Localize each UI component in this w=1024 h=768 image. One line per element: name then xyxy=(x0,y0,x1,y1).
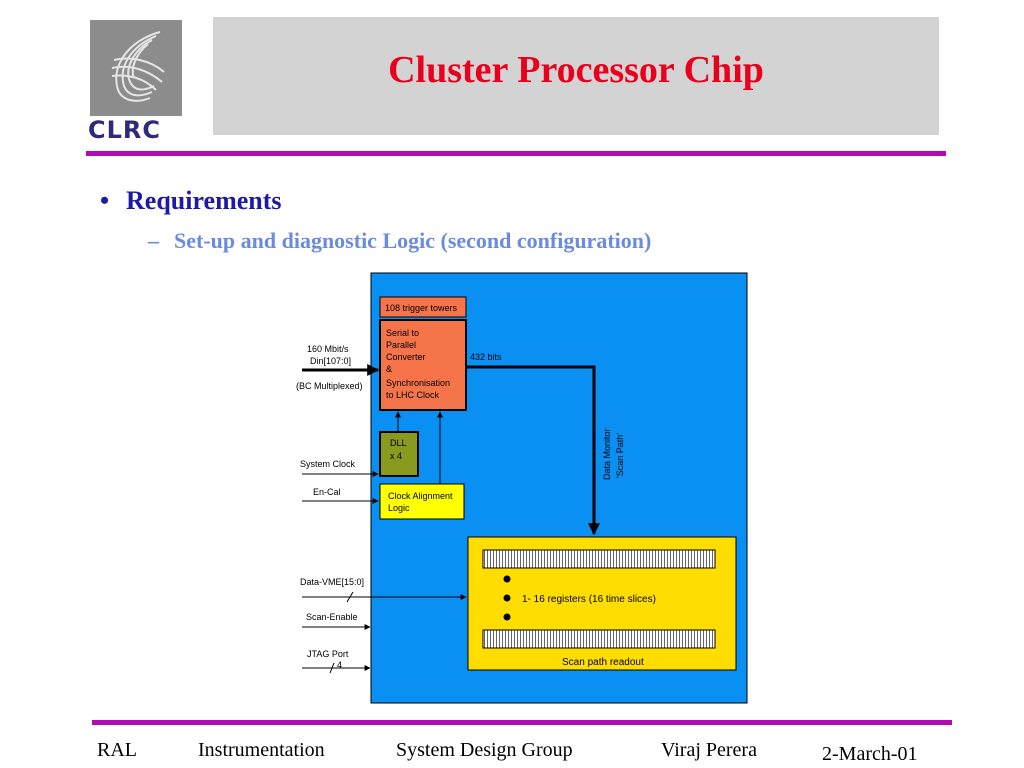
dot-3 xyxy=(503,613,511,621)
clock-align-box xyxy=(379,483,465,520)
bullet-dot-icon: • xyxy=(100,186,110,215)
data-monitor-line-1: Data Monitor xyxy=(602,428,612,480)
clock-align-line-2: Logic xyxy=(388,503,410,513)
converter-line-5: Synchronisation xyxy=(386,378,450,388)
converter-line-3: Converter xyxy=(386,352,426,362)
jtag-slash xyxy=(329,662,335,674)
trigger-towers-label: 108 trigger towers xyxy=(385,303,458,313)
sub-bullet-setup: –Set-up and diagnostic Logic (second con… xyxy=(148,228,651,254)
data-vme-label: Data-VME[15:0] xyxy=(300,577,364,587)
logo-text: CLRC xyxy=(88,116,161,144)
system-clock-label: System Clock xyxy=(300,459,356,469)
trigger-towers-box xyxy=(379,296,467,318)
dll-line-1: DLL xyxy=(390,438,407,448)
converter-line-2: Parallel xyxy=(386,340,416,350)
data-monitor-line-2: 'Scan Path' xyxy=(615,433,625,478)
dll-box xyxy=(379,431,419,477)
data-vme-slash xyxy=(346,591,354,603)
converter-line-4: & xyxy=(386,364,392,374)
top-divider xyxy=(86,151,946,156)
title-bar xyxy=(213,17,939,135)
bits-path xyxy=(466,365,600,536)
page-title: Cluster Processor Chip xyxy=(388,49,764,91)
readout-label: Scan path readout xyxy=(562,657,644,668)
chip-diagram: 108 trigger towers Serial to Parallel Co… xyxy=(296,272,748,704)
sub-bullet-text: Set-up and diagnostic Logic (second conf… xyxy=(174,228,652,253)
logo-swirl xyxy=(90,20,182,116)
jtag-width-label: 4 xyxy=(337,660,342,670)
din-bus-label: Din[107:0] xyxy=(310,356,351,366)
bullet-requirements: • Requirements xyxy=(100,186,282,216)
jtag-label: JTAG Port xyxy=(307,649,349,659)
bits-label: 432 bits xyxy=(470,352,502,362)
footer-dept: Instrumentation xyxy=(198,739,325,761)
converter-line-1: Serial to xyxy=(386,328,419,338)
scan-enable-label: Scan-Enable xyxy=(306,612,358,622)
footer-org: RAL xyxy=(97,739,137,761)
dll-line-2: x 4 xyxy=(390,451,402,461)
footer-date: 2-March-01 xyxy=(822,743,918,765)
din-rate-label: 160 Mbit/s xyxy=(307,344,349,354)
registers-label: 1- 16 registers (16 time slices) xyxy=(522,594,656,605)
dash-icon: – xyxy=(148,228,159,253)
footer-author: Viraj Perera xyxy=(661,739,757,761)
converter-line-6: to LHC Clock xyxy=(386,390,440,400)
dot-1 xyxy=(503,575,511,583)
register-bar-bottom xyxy=(482,629,716,649)
clock-align-line-1: Clock Alignment xyxy=(388,491,453,501)
bottom-divider xyxy=(92,720,952,725)
register-bar-top xyxy=(482,549,716,569)
dot-2 xyxy=(503,594,511,602)
din-mux-label: (BC Multiplexed) xyxy=(296,381,363,391)
en-cal-label: En-Cal xyxy=(313,487,341,497)
bullet-text: Requirements xyxy=(126,186,282,215)
footer-group: System Design Group xyxy=(396,739,573,761)
converter-box xyxy=(379,319,467,411)
